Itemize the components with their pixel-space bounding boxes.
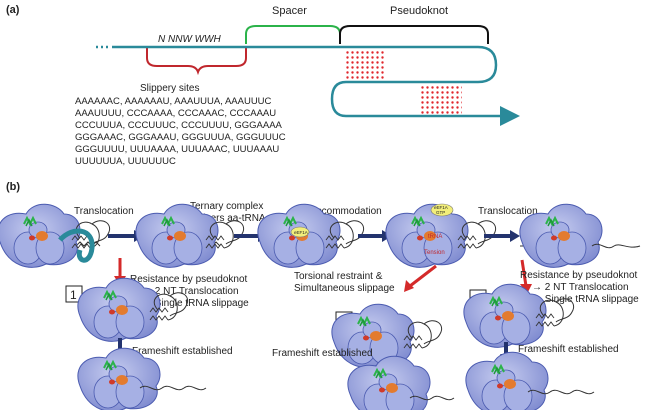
mrna-strand (112, 45, 520, 126)
panel-b-label: (b) (6, 181, 20, 193)
step-ternary-1: Ternary complex (190, 201, 263, 212)
eef1a-tag-2: eEF1A (434, 205, 448, 210)
slippery-line: UUUUUUA, UUUUUUC (75, 156, 176, 167)
step-translocation-2: Translocation (478, 206, 538, 217)
trna-tag: tRNA (428, 234, 442, 240)
ribosome-top-2 (134, 203, 245, 269)
ribosome-mid-1 (76, 277, 189, 343)
slippery-title: Slippery sites (140, 83, 199, 94)
ribosome-top-5 (518, 203, 641, 269)
slippery-line: CCCUUUA, CCCUUUC, CCCUUUU, GGGAAAA (75, 120, 283, 131)
path2-result: Frameshift established (272, 348, 373, 359)
ribosome-top-1 (0, 203, 111, 269)
path3-line3: → Single tRNA slippage (532, 294, 639, 305)
stem-pair-dots-1 (344, 50, 386, 82)
red-arrow-2-head (404, 280, 414, 292)
pseudoknot-label: Pseudoknot (390, 5, 448, 17)
slippery-bracket (146, 48, 247, 76)
red-arrow-2 (409, 264, 437, 288)
ribosome-mid-2 (330, 303, 443, 369)
path2-line1: Torsional restraint & (294, 271, 383, 282)
path3-line2: → 2 NT Translocation (532, 282, 629, 293)
step-translocation-1: Translocation (74, 206, 134, 217)
spacer-label: Spacer (272, 5, 307, 17)
panel-a-label: (a) (6, 4, 20, 16)
spacer-bracket (245, 25, 341, 44)
ribosome-top-3: eEF1A (256, 203, 365, 269)
ribosome-bottom-3 (464, 351, 595, 410)
slippery-line: AAAUUUU, CCCAAAA, CCCAAAC, CCCAAAU (75, 108, 276, 119)
slippery-line: GGGUUUU, UUUAAAA, UUUAAAC, UUUAAAU (75, 144, 279, 155)
path1-result: Frameshift established (132, 346, 233, 357)
curved-arrow-icon (58, 228, 95, 263)
ribosome-bottom-2 (346, 355, 455, 410)
path1-line2: → 2 NT Translocation (142, 286, 239, 297)
path3-line1: Resistance by pseudoknot (520, 270, 638, 281)
path1-line3: → Single tRNA slippage (142, 298, 249, 309)
motif-label: N NNW WWH (158, 34, 222, 45)
path1-line1: Resistance by pseudoknot (130, 274, 248, 285)
pseudoknot-bracket (339, 25, 489, 44)
eef1a-tag-1: eEF1A (294, 230, 308, 235)
tension-tag: Tension (424, 250, 445, 256)
stem-pair-dots-2 (420, 84, 462, 115)
step-ternary-2: delivers aa-tRNA (190, 213, 266, 224)
path1-number: 1 (70, 288, 77, 302)
blue-arrow-4-head (510, 230, 520, 242)
ribosome-bottom-1 (76, 347, 207, 410)
slippery-list: AAAAAAC, AAAAAAU, AAAUUUA, AAAUUUC AAAUU… (75, 96, 286, 167)
step-accommodation: Accommodation (310, 206, 382, 217)
gtp-tag: GTP (436, 210, 445, 215)
red-arrow-3 (520, 259, 528, 287)
path2-line2: Simultaneous slippage (294, 283, 395, 294)
slippery-line: AAAAAAC, AAAAAAU, AAAUUUA, AAAUUUC (75, 96, 272, 107)
ribosome-top-4: eEF1A GTP tRNA Tension (384, 203, 497, 269)
slippery-line: GGGAAAC, GGGAAAU, GGGUUUA, GGGUUUC (75, 132, 286, 143)
ribosome-mid-3 (462, 283, 575, 349)
path3-result: Frameshift established (518, 344, 619, 355)
